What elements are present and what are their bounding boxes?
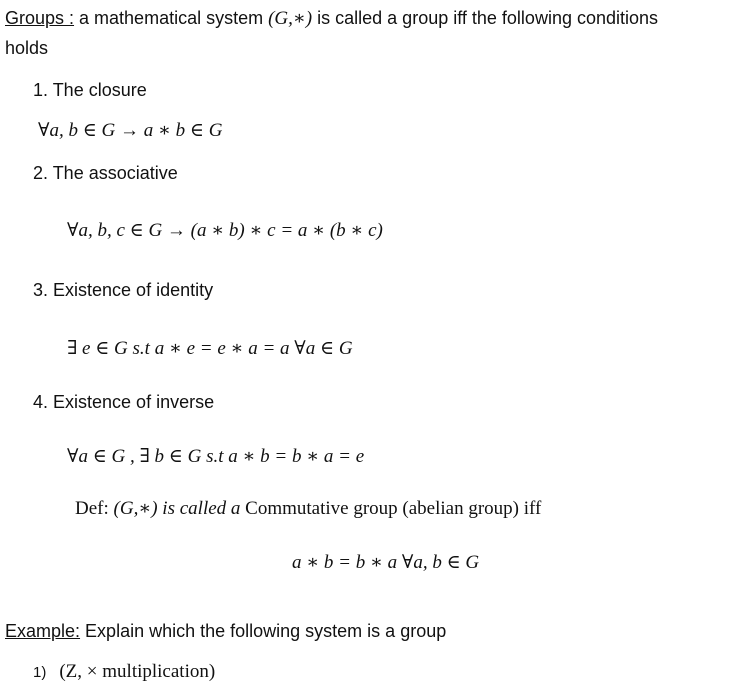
condition-1-formula: ∀a, b ∈ G → a ∗ b ∈ G bbox=[38, 120, 223, 141]
example-label: Example: bbox=[5, 621, 81, 641]
example-item-text: (Z, × multiplication) bbox=[59, 661, 216, 682]
example-text: Explain which the following system is a … bbox=[80, 621, 447, 641]
condition-2-label: 2. The associative bbox=[33, 163, 178, 183]
groups-term: Groups : bbox=[5, 8, 75, 28]
definition-line: Def: (G,∗) is called a Commutative group… bbox=[75, 497, 541, 521]
condition-3-label: 3. Existence of identity bbox=[33, 280, 214, 300]
condition-4-formula: ∀a ∈ G , ∃ b ∈ G s.t a ∗ b = b ∗ a = e bbox=[67, 446, 365, 467]
definition-formula: a ∗ b = b ∗ a ∀a, b ∈ G bbox=[292, 552, 480, 573]
intro-text-before: a mathematical system bbox=[74, 8, 269, 28]
example-item-1: 1) (Z, × multiplication) bbox=[33, 659, 215, 685]
intro-line: Groups : a mathematical system (G,∗) is … bbox=[5, 6, 658, 31]
example-item-number: 1) bbox=[33, 664, 47, 681]
intro-system: (G,∗) bbox=[268, 8, 313, 29]
intro-text-after: is called a group iff the following cond… bbox=[312, 8, 659, 28]
condition-4-label: 4. Existence of inverse bbox=[33, 392, 215, 412]
condition-2-formula: ∀a, b, c ∈ G → (a ∗ b) ∗ c = a ∗ (b ∗ c) bbox=[67, 220, 383, 241]
intro-continuation: holds bbox=[5, 38, 49, 58]
definition-prefix: Def: bbox=[75, 498, 114, 519]
definition-text: Commutative group (abelian group) iff bbox=[240, 498, 542, 519]
definition-system: (G,∗) is called a bbox=[113, 498, 241, 519]
example-line: Example: Explain which the following sys… bbox=[5, 619, 446, 643]
condition-1-label: 1. The closure bbox=[33, 80, 147, 100]
condition-3-formula: ∃ e ∈ G s.t a ∗ e = e ∗ a = a ∀a ∈ G bbox=[67, 338, 353, 359]
